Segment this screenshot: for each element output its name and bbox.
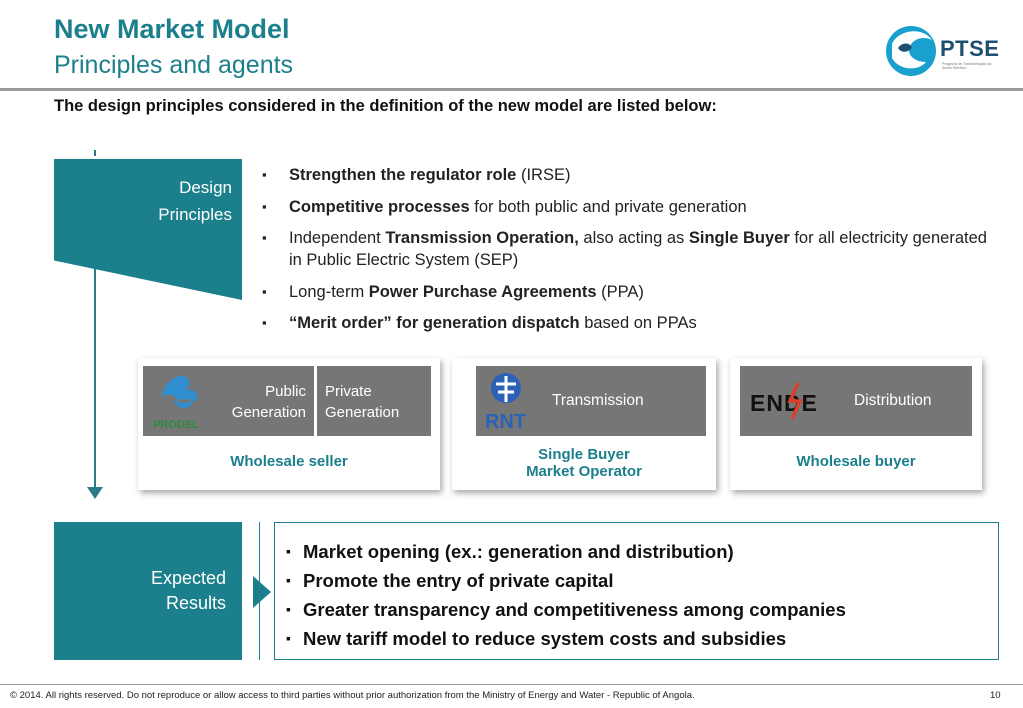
- intro-text: The design principles considered in the …: [54, 97, 717, 115]
- private-generation-label: Private Generation: [325, 383, 400, 421]
- ptse-logo-icon: [886, 26, 936, 76]
- flow-line-gap: [90, 156, 100, 161]
- principle-item: Independent Transmission Operation, also…: [262, 227, 1002, 271]
- page-number: 10: [990, 690, 1001, 701]
- svg-text:PRODEL: PRODEL: [153, 419, 199, 431]
- distribution-card: ENDE Distribution Wholesale buyer: [730, 358, 982, 490]
- slide-title: New Market Model: [54, 14, 290, 44]
- footer-divider: [0, 684, 1023, 685]
- transmission-box: RNT Transmission: [476, 366, 706, 436]
- rnt-logo-icon: RNT: [485, 373, 526, 432]
- ptse-logo: PTSE Programa de Transformação do Sector…: [884, 22, 1008, 80]
- seller-card: PRODEL Public Generation Private Generat…: [138, 358, 440, 490]
- result-item: Market opening (ex.: generation and dist…: [286, 537, 846, 566]
- ptse-wordmark: PTSE: [940, 36, 1000, 61]
- transmission-label: Transmission: [552, 392, 644, 409]
- design-principles-label: Design Principles: [158, 178, 232, 224]
- distribution-label: Distribution: [854, 392, 932, 409]
- chevron-right-icon: [253, 576, 271, 608]
- results-list: Market opening (ex.: generation and dist…: [286, 537, 846, 653]
- distribution-box: ENDE Distribution: [740, 366, 972, 436]
- transmission-card: RNT Transmission Single Buyer Market Ope…: [452, 358, 716, 490]
- slide-subtitle: Principles and agents: [54, 51, 294, 79]
- wholesale-buyer-caption: Wholesale buyer: [796, 453, 916, 470]
- expected-results-banner: [54, 522, 242, 660]
- result-item: Promote the entry of private capital: [286, 566, 846, 595]
- flow-line: [94, 150, 96, 490]
- public-generation-box: PRODEL Public Generation: [143, 366, 314, 436]
- principle-item: “Merit order” for generation dispatch ba…: [262, 312, 1002, 334]
- prodel-logo-icon: PRODEL: [153, 375, 199, 431]
- expected-results-label: Expected Results: [150, 568, 226, 613]
- header-divider: [0, 88, 1023, 91]
- public-generation-label: Public Generation: [231, 383, 306, 421]
- single-buyer-caption: Single Buyer Market Operator: [526, 446, 642, 480]
- svg-text:ENDE: ENDE: [750, 390, 818, 416]
- footer-copyright: © 2014. All rights reserved. Do not repr…: [10, 690, 695, 701]
- result-item: Greater transparency and competitiveness…: [286, 595, 846, 624]
- principles-list: Strengthen the regulator role (IRSE) Com…: [262, 164, 1002, 344]
- ende-logo-icon: ENDE: [750, 382, 818, 420]
- result-item: New tariff model to reduce system costs …: [286, 624, 846, 653]
- private-generation-box: Private Generation: [317, 366, 431, 436]
- principle-item: Long-term Power Purchase Agreements (PPA…: [262, 281, 1002, 303]
- principle-item: Competitive processes for both public an…: [262, 196, 1002, 218]
- svg-text:RNT: RNT: [485, 411, 526, 432]
- results-box: [274, 522, 999, 660]
- ptse-tagline: Programa de Transformação do Sector Eléc…: [942, 62, 992, 70]
- flow-arrow-down-icon: [87, 487, 103, 499]
- principle-item: Strengthen the regulator role (IRSE): [262, 164, 1002, 186]
- wholesale-seller-caption: Wholesale seller: [230, 453, 348, 470]
